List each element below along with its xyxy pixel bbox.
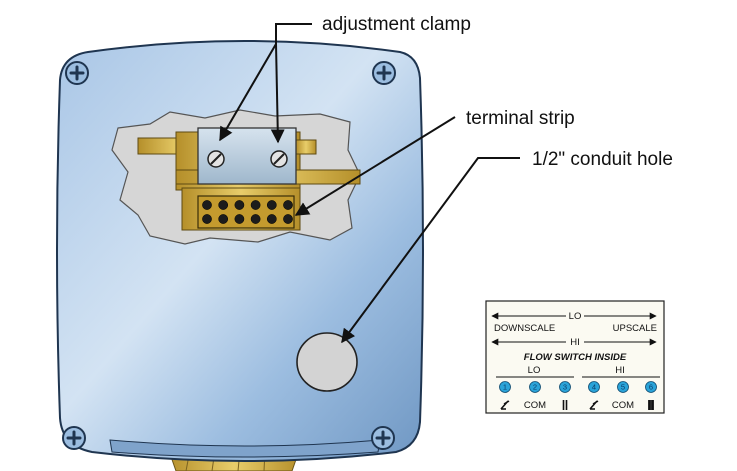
terminal-hole <box>283 200 293 210</box>
terminal-hole <box>283 214 293 224</box>
corner-screw-top-right-icon <box>372 61 396 85</box>
plate-hi-mid: HI <box>570 337 580 348</box>
adjustment-clamp <box>197 127 297 185</box>
clamp-screw-right-icon <box>270 150 288 168</box>
terminal-number: 1 <box>503 383 507 392</box>
terminal-number-circle <box>645 381 657 393</box>
terminal-hole <box>250 214 261 224</box>
terminal-mark: COM <box>612 400 634 411</box>
plate-group-lo: LO <box>528 365 541 376</box>
label-plate: LO DOWNSCALE UPSCALE HI FLOW SWITCH INSI… <box>485 300 665 414</box>
terminal-number: 3 <box>563 383 567 392</box>
terminal-mark: COM <box>524 400 546 411</box>
terminal-number-circle <box>499 381 511 393</box>
corner-screw-bottom-left-icon <box>62 426 86 450</box>
housing-base-lip <box>109 439 381 458</box>
terminal-strip <box>197 195 295 229</box>
terminal-hole <box>202 200 212 210</box>
terminal-number-circle <box>617 381 629 393</box>
plate-group-hi: HI <box>615 365 625 376</box>
callout-adjustment-clamp-leader <box>219 23 312 144</box>
terminal-number: 5 <box>621 383 625 392</box>
label-conduit-hole: 1/2" conduit hole <box>532 149 673 170</box>
contact-symbol-icon <box>648 400 654 410</box>
terminal-hole <box>218 214 229 224</box>
terminal-number-circle <box>529 381 541 393</box>
terminal-hole <box>266 214 277 224</box>
clamp-screw-left-icon <box>207 150 225 168</box>
terminal-hole <box>250 200 261 210</box>
label-adjustment-clamp: adjustment clamp <box>322 14 471 35</box>
corner-screw-top-left-icon <box>65 61 89 85</box>
contact-symbol-icon <box>562 400 568 410</box>
corner-screw-bottom-right-icon <box>371 426 395 450</box>
terminal-hole <box>234 200 245 210</box>
contact-symbol-icon <box>589 400 599 410</box>
callout-terminal-strip-leader <box>294 116 456 216</box>
plate-upscale: UPSCALE <box>613 323 657 334</box>
plate-downscale: DOWNSCALE <box>494 323 555 334</box>
contact-symbol-icon <box>500 400 510 410</box>
terminal-hole <box>202 214 212 224</box>
terminal-number-circle <box>559 381 571 393</box>
plate-lo-top: LO <box>569 311 582 322</box>
conduit-hole <box>296 332 358 392</box>
terminal-number: 2 <box>533 383 537 392</box>
terminal-hole <box>218 200 229 210</box>
label-terminal-strip: terminal strip <box>466 108 575 129</box>
terminal-hole <box>266 200 277 210</box>
terminal-number: 4 <box>592 383 596 392</box>
plate-title: FLOW SWITCH INSIDE <box>524 352 627 363</box>
terminal-hole <box>234 214 245 224</box>
callout-conduit-hole-leader <box>341 157 520 344</box>
terminal-holes <box>202 200 293 224</box>
terminal-number-circle <box>588 381 600 393</box>
terminal-number: 6 <box>649 383 653 392</box>
